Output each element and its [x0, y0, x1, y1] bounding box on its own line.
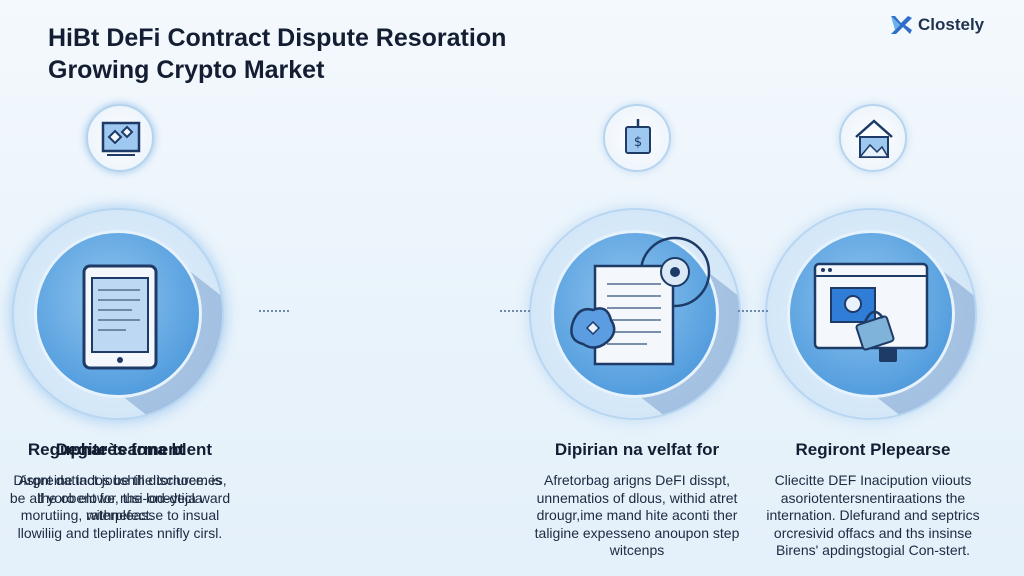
title-line-2: Growing Crypto Market [48, 56, 325, 84]
step-heading-2: Regiront Plepearse [795, 440, 951, 459]
step-description-1: Afretorbag arigns DeFI disspt, unnematio… [534, 472, 740, 558]
step-heading-4: Degite tearment [55, 440, 185, 459]
step-column-1: $ Dipirian na velfat for Afretorbag arig… [517, 100, 757, 576]
step-heading-3: Regupharès fona blent [27, 440, 213, 459]
browser-lock-icon [813, 262, 929, 362]
price-tag-symbol: $ [634, 135, 642, 150]
connector-2-3 [500, 310, 530, 312]
title-line-1: HiBt DeFi Contract Dispute Resoration [48, 24, 507, 52]
page-title: HiBt DeFi Contract Dispute Resoration Gr… [48, 22, 506, 86]
step-description-3: Argnt dattact joushill disclurce. is the… [17, 472, 223, 541]
step-heading-1: Dipirian na velfat for [554, 440, 720, 459]
step-illustration-2 [765, 208, 977, 420]
step-description-4: Dispreine indos be the tornoemes, be all… [9, 472, 231, 523]
brand-name: Clostely [918, 15, 985, 34]
document-seal-icon [570, 236, 711, 366]
step-column-2: Regiront Plepearse Cliecitte DEF Inacipu… [753, 100, 993, 576]
brand-logo[interactable]: Clostely [888, 12, 984, 38]
connector-1-2 [259, 310, 289, 312]
step-illustration-1 [529, 208, 741, 420]
mountain-frame-icon [839, 104, 907, 172]
diamond-frame-icon [86, 104, 154, 172]
step-illustration-4 [12, 208, 224, 420]
step-column-4: Degite tearment Dispreine indos be the t… [0, 100, 240, 576]
connector-3-4 [738, 310, 768, 312]
price-tag-icon: $ [603, 104, 671, 172]
tablet-icon [82, 264, 158, 370]
brand-logo-icon [891, 16, 912, 34]
step-description-2: Cliecitte DEF Inacipution viiouts asorio… [766, 472, 980, 558]
